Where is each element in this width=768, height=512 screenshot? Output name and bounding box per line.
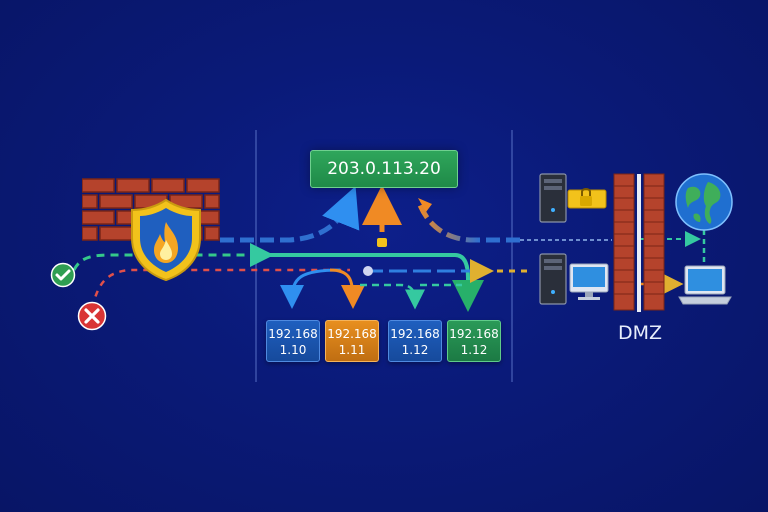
nat-node bbox=[363, 266, 373, 276]
dmz-label: DMZ bbox=[617, 322, 663, 344]
server-lock-icon bbox=[539, 173, 607, 223]
branch-orange bbox=[329, 268, 365, 309]
allowed-path bbox=[72, 243, 274, 271]
host-1-line2: 1.10 bbox=[279, 343, 307, 357]
host-box-3: 192.168 1.12 bbox=[388, 320, 442, 362]
public-ip-box: 203.0.113.20 bbox=[310, 150, 458, 188]
shield-flame-icon bbox=[131, 198, 201, 282]
host-4-line1: 192.168 bbox=[449, 327, 499, 341]
teal-transit-line bbox=[270, 253, 484, 312]
host-4-line2: 1.12 bbox=[460, 343, 488, 357]
host-2-line1: 192.168 bbox=[327, 327, 377, 341]
host-2-line2: 1.11 bbox=[338, 343, 366, 357]
dmz-firewall-icon bbox=[613, 173, 665, 312]
outbound-path bbox=[220, 186, 360, 243]
host-3-line2: 1.12 bbox=[401, 343, 429, 357]
warning-dot bbox=[377, 238, 387, 247]
branch-teal bbox=[360, 283, 425, 310]
host-3-line1: 192.168 bbox=[390, 327, 440, 341]
server-monitor-icon bbox=[539, 253, 609, 305]
allow-check-icon bbox=[50, 262, 76, 288]
return-path bbox=[415, 199, 520, 243]
right-divider bbox=[511, 130, 513, 382]
host-box-2: 192.168 1.11 bbox=[325, 320, 379, 362]
branch-blue bbox=[280, 268, 341, 309]
deny-x-icon bbox=[77, 301, 107, 331]
host-1-line1: 192.168 bbox=[268, 327, 318, 341]
host-box-4: 192.168 1.12 bbox=[447, 320, 501, 362]
host-box-1: 192.168 1.10 bbox=[266, 320, 320, 362]
laptop-icon bbox=[678, 265, 732, 305]
globe-icon bbox=[675, 173, 733, 231]
